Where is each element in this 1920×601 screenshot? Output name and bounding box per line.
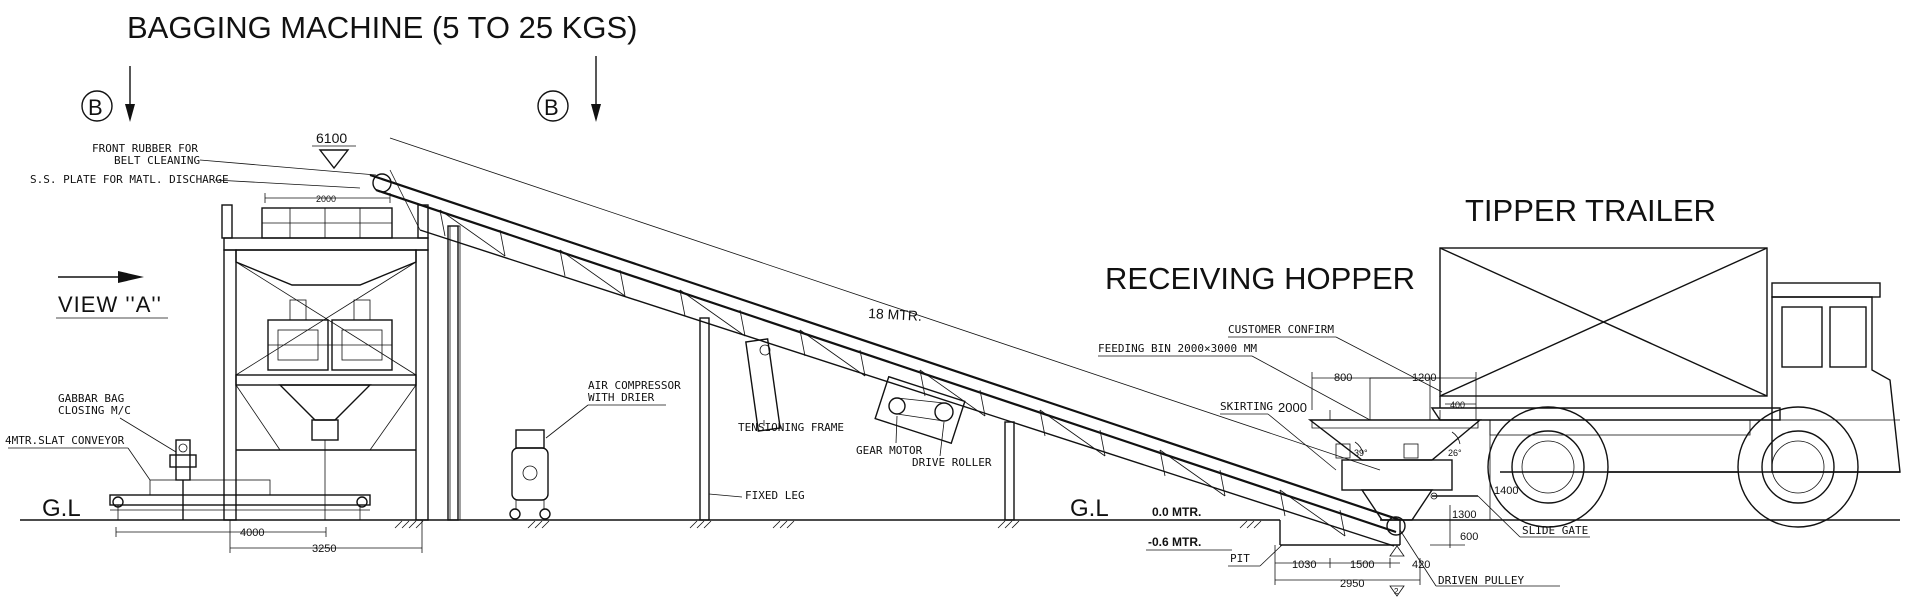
hopper-dims (1274, 372, 1500, 597)
dim-1030: 1030 (1292, 559, 1316, 571)
dim-1300: 1300 (1452, 509, 1476, 521)
rev-2-marker: 2 (1394, 587, 1399, 596)
callout-feeding-bin: FEEDING BIN 2000×3000 MM (1098, 342, 1257, 355)
dim-3250: 3250 (312, 543, 336, 555)
callout-air-compressor-2: WITH DRIER (588, 391, 655, 404)
dim-800: 800 (1334, 372, 1352, 384)
dim-400: 400 (1450, 400, 1465, 410)
ground-label-left: G.L (42, 495, 81, 522)
ground-line (20, 519, 1900, 546)
dim-18m-line (389, 137, 1381, 471)
callout-fixed-leg: FIXED LEG (745, 489, 805, 502)
callout-gear-motor: GEAR MOTOR (856, 444, 923, 457)
callout-front-rubber-2: BELT CLEANING (114, 154, 200, 167)
slat-conveyor (109, 439, 371, 520)
dim-1400: 1400 (1494, 485, 1518, 497)
level-6100-marker (312, 145, 356, 170)
dim-2000-skirt: 2000 (1278, 400, 1307, 415)
dim-1500: 1500 (1350, 559, 1374, 571)
dim-6100: 6100 (316, 130, 347, 146)
callout-skirting: SKIRTING (1220, 400, 1273, 413)
callout-gabbar-1: GABBAR BAG (58, 392, 124, 405)
dim-2000-top: 2000 (316, 194, 336, 204)
dim-1200: 1200 (1412, 372, 1436, 384)
tipper-trailer (1430, 247, 1901, 528)
angle-39: 39° (1354, 448, 1368, 458)
callout-gabbar-2: CLOSING M/C (58, 404, 131, 417)
view-a-marker: VIEW ''A'' (56, 271, 168, 319)
receiving-hopper (1307, 377, 1482, 521)
bagging-structure (221, 193, 459, 521)
callout-customer-confirm: CUSTOMER CONFIRM (1228, 323, 1334, 336)
callout-drive-roller: DRIVE ROLLER (912, 456, 992, 469)
callout-slat-conveyor: 4MTR.SLAT CONVEYOR (5, 434, 125, 447)
dim-18m: 18 MTR. (868, 305, 922, 324)
svg-text:B: B (88, 95, 103, 120)
tipper-trailer-title: TIPPER TRAILER (1465, 193, 1716, 228)
callout-slide-gate: SLIDE GATE (1522, 524, 1588, 537)
section-marker-left: B (81, 66, 135, 122)
callout-air-compressor-1: AIR COMPRESSOR (588, 379, 681, 392)
inclined-conveyor (369, 169, 1406, 547)
callout-tensioning-frame: TENSIONING FRAME (738, 421, 844, 434)
callout-driven-pulley: DRIVEN PULLEY (1438, 574, 1524, 587)
callout-front-rubber-1: FRONT RUBBER FOR (92, 142, 198, 155)
dim-420: 420 (1412, 559, 1430, 571)
dim-600: 600 (1460, 531, 1478, 543)
dim-4000: 4000 (240, 527, 264, 539)
ground-label-right: G.L (1070, 495, 1109, 522)
angle-26: 26° (1448, 448, 1462, 458)
level-zero: 0.0 MTR. (1152, 505, 1201, 519)
air-compressor (509, 429, 551, 520)
level-pit: -0.6 MTR. (1148, 535, 1201, 549)
svg-text:B: B (544, 95, 559, 120)
bottom-dims-left (115, 520, 423, 553)
svg-text:VIEW ''A'': VIEW ''A'' (58, 292, 162, 317)
dim-2950: 2950 (1340, 578, 1364, 590)
callout-ss-plate: S.S. PLATE FOR MATL. DISCHARGE (30, 173, 229, 186)
bagging-machine-title: BAGGING MACHINE (5 TO 25 KGS) (127, 10, 637, 45)
receiving-hopper-title: RECEIVING HOPPER (1105, 261, 1415, 296)
callout-pit: PIT (1230, 552, 1250, 565)
section-marker-right: B (537, 56, 601, 122)
